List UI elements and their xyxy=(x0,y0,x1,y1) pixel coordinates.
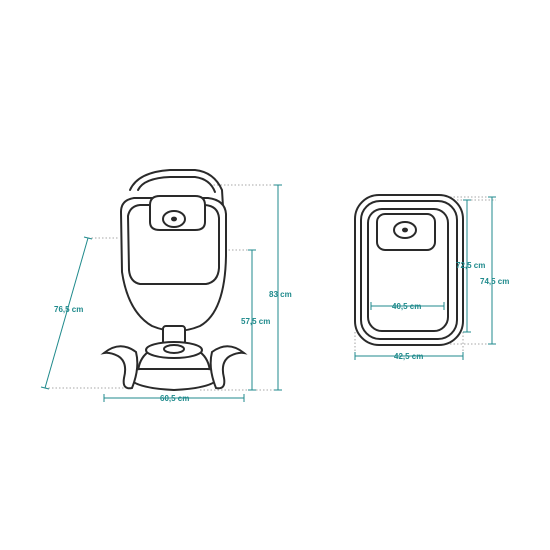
label-outer-length: 74,5 cm xyxy=(480,277,509,286)
label-inner-width: 40,5 cm xyxy=(392,302,421,311)
seat-shell-top xyxy=(367,208,449,332)
base-center-cap xyxy=(163,344,185,354)
dim-line-diagonal xyxy=(44,237,89,389)
label-base-width: 60,5 cm xyxy=(160,394,189,403)
label-inner-length: 72,5 cm xyxy=(456,261,485,270)
seat-shell xyxy=(119,197,227,332)
label-outer-width: 42,5 cm xyxy=(394,352,423,361)
top-view-dimensions: 40,5 cm 42,5 cm 72,5 cm 74,5 cm xyxy=(354,196,509,361)
dim-tick xyxy=(40,386,50,390)
top-view-drawing xyxy=(354,194,496,360)
base-plate xyxy=(126,368,222,392)
handle-hoop-inner xyxy=(137,176,216,193)
label-total-height: 83 cm xyxy=(269,290,292,299)
label-seat-height: 57,5 cm xyxy=(241,317,270,326)
leg-right xyxy=(209,345,248,390)
handle-hoop xyxy=(129,169,226,241)
outer-frame-inner xyxy=(360,200,458,340)
leg-left xyxy=(100,345,139,390)
headrest-button-icon-top xyxy=(402,227,408,233)
side-view-drawing xyxy=(45,169,282,392)
headrest-button-icon xyxy=(171,216,177,222)
seat-pad xyxy=(127,204,220,285)
side-view-dimensions: 76,5 cm 83 cm 57,5 cm 60,5 cm xyxy=(40,184,292,403)
dim-tick xyxy=(83,236,93,240)
label-diagonal-depth: 76,5 cm xyxy=(54,305,83,314)
